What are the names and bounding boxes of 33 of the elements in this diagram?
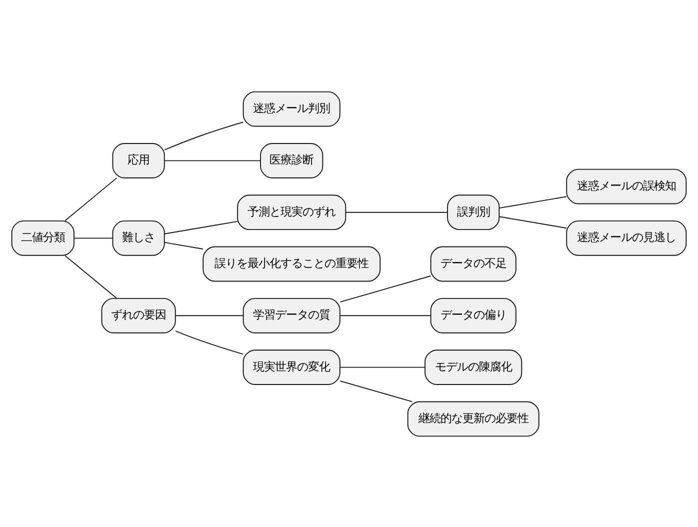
connector xyxy=(340,366,426,368)
connector xyxy=(498,216,567,228)
connector xyxy=(164,160,261,161)
node-box: ずれの要因 xyxy=(101,297,176,333)
connector xyxy=(175,330,244,354)
connector xyxy=(498,196,567,208)
connector xyxy=(64,176,118,221)
connector xyxy=(164,241,204,249)
connector xyxy=(340,380,413,402)
node-box: 継続的な更新の必要性 xyxy=(407,400,540,436)
node-box: 二値分類 xyxy=(11,220,74,256)
connector xyxy=(164,220,238,234)
connector xyxy=(164,121,244,150)
connector xyxy=(340,275,432,302)
connector xyxy=(175,314,244,316)
node-box: モデルの陳腐化 xyxy=(424,349,522,384)
connector xyxy=(345,211,448,212)
node-box: データの偏り xyxy=(430,297,516,333)
node-box: データの不足 xyxy=(430,246,516,282)
connector xyxy=(64,254,118,298)
node-box: 迷惑メールの見逃し xyxy=(566,220,687,256)
node-box: 迷惑メールの誤検知 xyxy=(566,168,687,204)
node-box: 学習データの質 xyxy=(242,297,340,333)
node-box: 現実世界の変化 xyxy=(242,349,340,384)
node-box: 予測と現実のずれ xyxy=(237,194,346,230)
node-box: 応用 xyxy=(112,142,165,178)
node-box: 医療診断 xyxy=(260,142,324,178)
node-box: 難しさ xyxy=(112,220,165,256)
connector xyxy=(340,314,432,316)
node-box: 迷惑メール判別 xyxy=(242,90,340,126)
node-box: 誤りを最小化することの重要性 xyxy=(202,246,381,282)
connector xyxy=(74,237,113,238)
node-box: 誤判別 xyxy=(447,194,500,230)
